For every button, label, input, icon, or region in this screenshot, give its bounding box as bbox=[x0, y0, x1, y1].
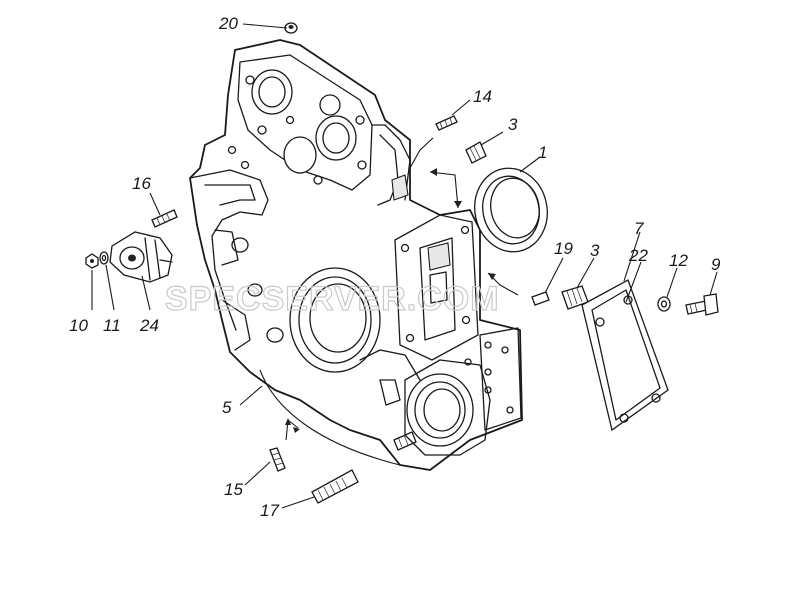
washer-11 bbox=[99, 251, 109, 265]
assembly-arrows bbox=[285, 137, 519, 441]
label-19: 19 bbox=[554, 239, 573, 258]
label-15: 15 bbox=[224, 480, 243, 499]
plug-3a bbox=[465, 141, 487, 164]
washer-12 bbox=[657, 296, 671, 312]
label-24: 24 bbox=[139, 316, 159, 335]
housing-5 bbox=[189, 39, 523, 471]
label-5: 5 bbox=[222, 398, 232, 417]
label-17: 17 bbox=[260, 501, 279, 520]
stud-15 bbox=[269, 447, 286, 472]
leader-lines bbox=[91, 23, 718, 509]
label-14: 14 bbox=[473, 87, 492, 106]
label-16: 16 bbox=[132, 174, 151, 193]
label-20: 20 bbox=[218, 14, 238, 33]
part-labels: 20 14 3 1 16 19 3 7 22 12 9 10 11 24 5 1… bbox=[69, 14, 721, 520]
cover-plate-7 bbox=[581, 279, 669, 432]
label-7: 7 bbox=[634, 219, 644, 238]
label-9: 9 bbox=[711, 255, 721, 274]
pin-19 bbox=[531, 291, 550, 306]
label-3b: 3 bbox=[590, 241, 600, 260]
label-22: 22 bbox=[628, 246, 648, 265]
watermark-text: SPECSERVER.COM bbox=[165, 280, 500, 318]
stud-14 bbox=[435, 115, 458, 131]
label-10: 10 bbox=[69, 316, 88, 335]
stud-17 bbox=[311, 469, 359, 504]
plug-20 bbox=[284, 22, 298, 34]
bolt-9 bbox=[685, 293, 719, 316]
bracket-24 bbox=[109, 231, 173, 283]
label-3a: 3 bbox=[508, 115, 518, 134]
label-12: 12 bbox=[669, 251, 688, 270]
nut-10 bbox=[85, 253, 99, 269]
label-1: 1 bbox=[538, 143, 547, 162]
label-11: 11 bbox=[103, 316, 121, 335]
boss-stud bbox=[393, 431, 417, 451]
seal-ring-1 bbox=[474, 167, 548, 253]
stud-16 bbox=[151, 209, 178, 228]
